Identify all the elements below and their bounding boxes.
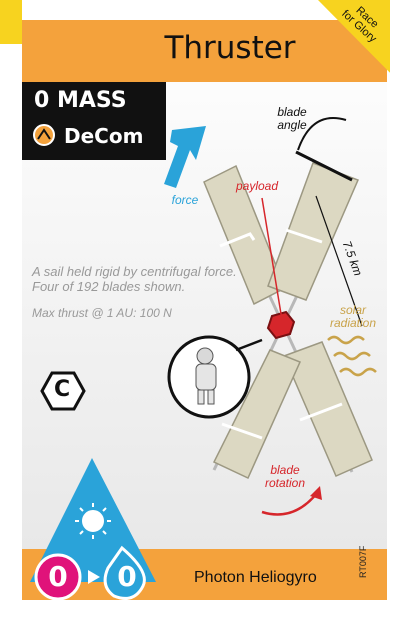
solar-line-1: solar [339, 303, 366, 317]
max-thrust-text: Max thrust @ 1 AU: 100 N [32, 306, 172, 320]
card-description: A sail held rigid by centrifugal force. … [32, 264, 237, 294]
solar-radiation-label: solar radiation [318, 304, 388, 330]
blade-angle-line-1: blade [277, 105, 307, 119]
solar-line-2: radiation [329, 316, 377, 330]
payload-label: payload [235, 179, 279, 193]
footer-name: Photon Heliogyro [194, 569, 317, 586]
fuel-left-value: 0 [48, 560, 68, 593]
rotation-line-1: blade [270, 463, 300, 477]
fuel-right-value: 0 [117, 560, 137, 593]
card-title: Thruster [164, 30, 296, 66]
decom-label: DeCom [64, 124, 144, 148]
rotation-line-2: rotation [264, 476, 306, 490]
decom-icon [33, 124, 55, 146]
blade-angle-arc [297, 117, 347, 151]
force-arrow-icon [164, 126, 206, 188]
title-band [22, 20, 387, 82]
mass-label: 0 MASS [34, 88, 127, 113]
fuel-right-drop [103, 545, 146, 600]
blade-angle-line-2: angle [277, 118, 307, 132]
solar-radiation-icon [327, 335, 377, 377]
hex-type-letter: C [54, 377, 71, 402]
fuel-left-circle [34, 553, 82, 601]
card: Thruster Race for Glory 0 MASS DeCom bla… [0, 0, 390, 601]
race-flag [318, 0, 390, 73]
card-code: RT007F [358, 545, 368, 578]
mass-box [22, 82, 166, 160]
hex-type-badge [40, 371, 86, 411]
card-art [0, 0, 390, 601]
blade-rotation-label: blade rotation [250, 464, 320, 490]
sun-icon [75, 503, 111, 539]
force-label: force [171, 193, 199, 207]
left-yellow-strip [0, 0, 22, 44]
payload-hub-icon [266, 310, 296, 340]
blade-angle-label: blade angle [262, 106, 322, 132]
astronaut-scale-icon [167, 335, 263, 419]
